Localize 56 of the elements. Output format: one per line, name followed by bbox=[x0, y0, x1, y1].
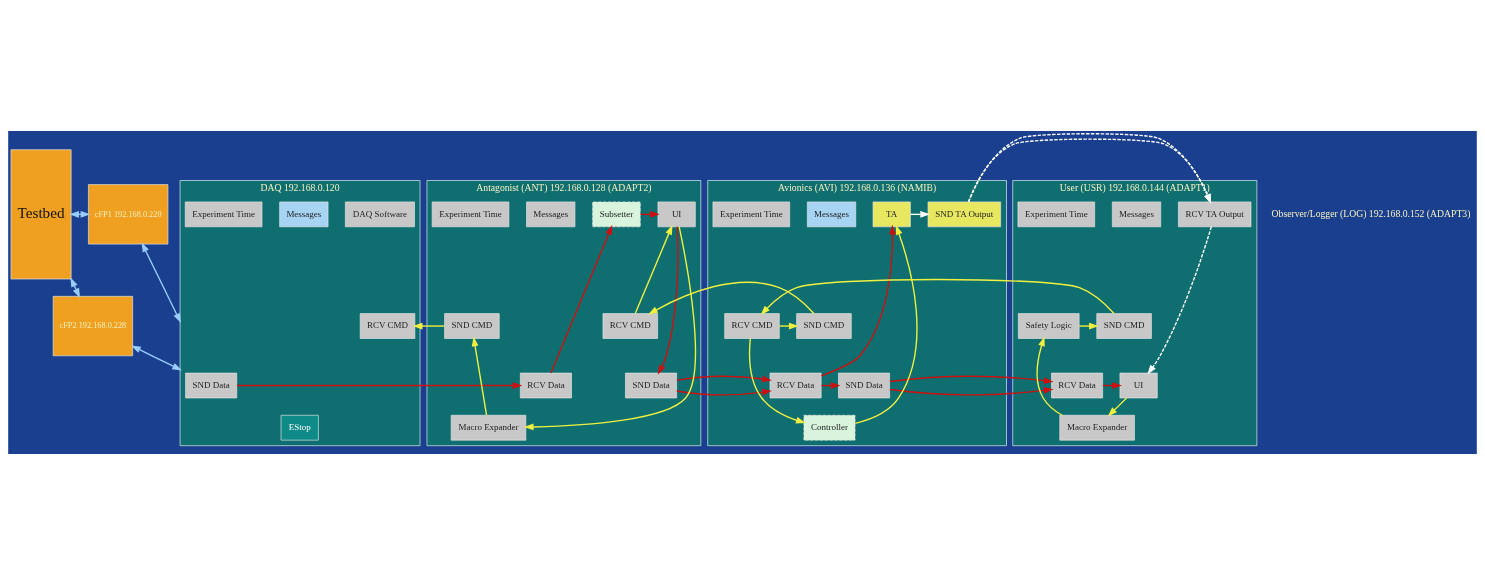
arrow bbox=[648, 281, 815, 314]
arrow bbox=[760, 278, 1115, 315]
node-box: Experiment Time bbox=[431, 201, 510, 227]
node-box: UI bbox=[1119, 372, 1158, 398]
node-box: RCV Data bbox=[769, 372, 822, 398]
arrow bbox=[471, 336, 488, 416]
node-box: Messages bbox=[807, 201, 857, 227]
node-box: SND CMD bbox=[444, 312, 500, 339]
node-box: SND CMD bbox=[1096, 312, 1152, 339]
node-box: Messages bbox=[1112, 201, 1162, 227]
label: Observer/Logger (LOG) 192.168.0.152 (ADAPT3) bbox=[1271, 207, 1471, 219]
arrow bbox=[412, 322, 446, 329]
node-box: Subsetter bbox=[592, 201, 641, 227]
node-box: DAQ Software bbox=[345, 201, 415, 227]
arrow bbox=[676, 375, 772, 396]
node-box: SND CMD bbox=[796, 312, 852, 339]
arrow bbox=[523, 225, 697, 430]
arrow bbox=[1078, 322, 1099, 329]
node-box: SND TA Output bbox=[927, 201, 1001, 227]
node-box: RCV CMD bbox=[724, 312, 780, 339]
arrow bbox=[131, 345, 182, 370]
node-box: SND Data bbox=[185, 372, 238, 398]
node-box: Experiment Time bbox=[184, 201, 263, 227]
node-box: RCV Data bbox=[1051, 372, 1103, 398]
node-box: Testbed bbox=[10, 148, 72, 279]
arrow bbox=[236, 381, 523, 389]
node-box: Macro Expander bbox=[450, 414, 527, 440]
arrow bbox=[634, 224, 673, 314]
node-box: Experiment Time bbox=[712, 201, 791, 227]
node-box: Controller bbox=[803, 414, 856, 440]
node-box: RCV Data bbox=[519, 372, 572, 398]
arrow bbox=[550, 224, 613, 374]
node-box: Safety Logic bbox=[1017, 312, 1080, 339]
arrow bbox=[657, 225, 679, 375]
arrow bbox=[1147, 225, 1212, 375]
node-box: Macro Expander bbox=[1059, 414, 1135, 440]
arrow bbox=[1107, 396, 1128, 417]
arrow bbox=[778, 322, 799, 329]
arrow bbox=[889, 375, 1054, 396]
node-box: Experiment Time bbox=[1017, 201, 1096, 227]
node-box: Messages bbox=[526, 201, 576, 227]
node-box: EStop bbox=[280, 414, 319, 440]
arrow bbox=[967, 132, 1212, 204]
arrow bbox=[1036, 336, 1063, 416]
arrow bbox=[141, 241, 181, 323]
node-box: UI bbox=[657, 201, 696, 227]
node-box: SND Data bbox=[625, 372, 677, 398]
arrow bbox=[854, 224, 918, 424]
node-box: RCV CMD bbox=[359, 312, 416, 339]
arrow bbox=[748, 337, 806, 424]
node-box: RCV TA Output bbox=[1178, 201, 1252, 227]
node-box: Messages bbox=[279, 201, 329, 227]
node-box: SND Data bbox=[838, 372, 890, 398]
arrow bbox=[820, 224, 896, 377]
node-box: RCV CMD bbox=[602, 312, 658, 339]
node-box: TA bbox=[872, 201, 911, 227]
